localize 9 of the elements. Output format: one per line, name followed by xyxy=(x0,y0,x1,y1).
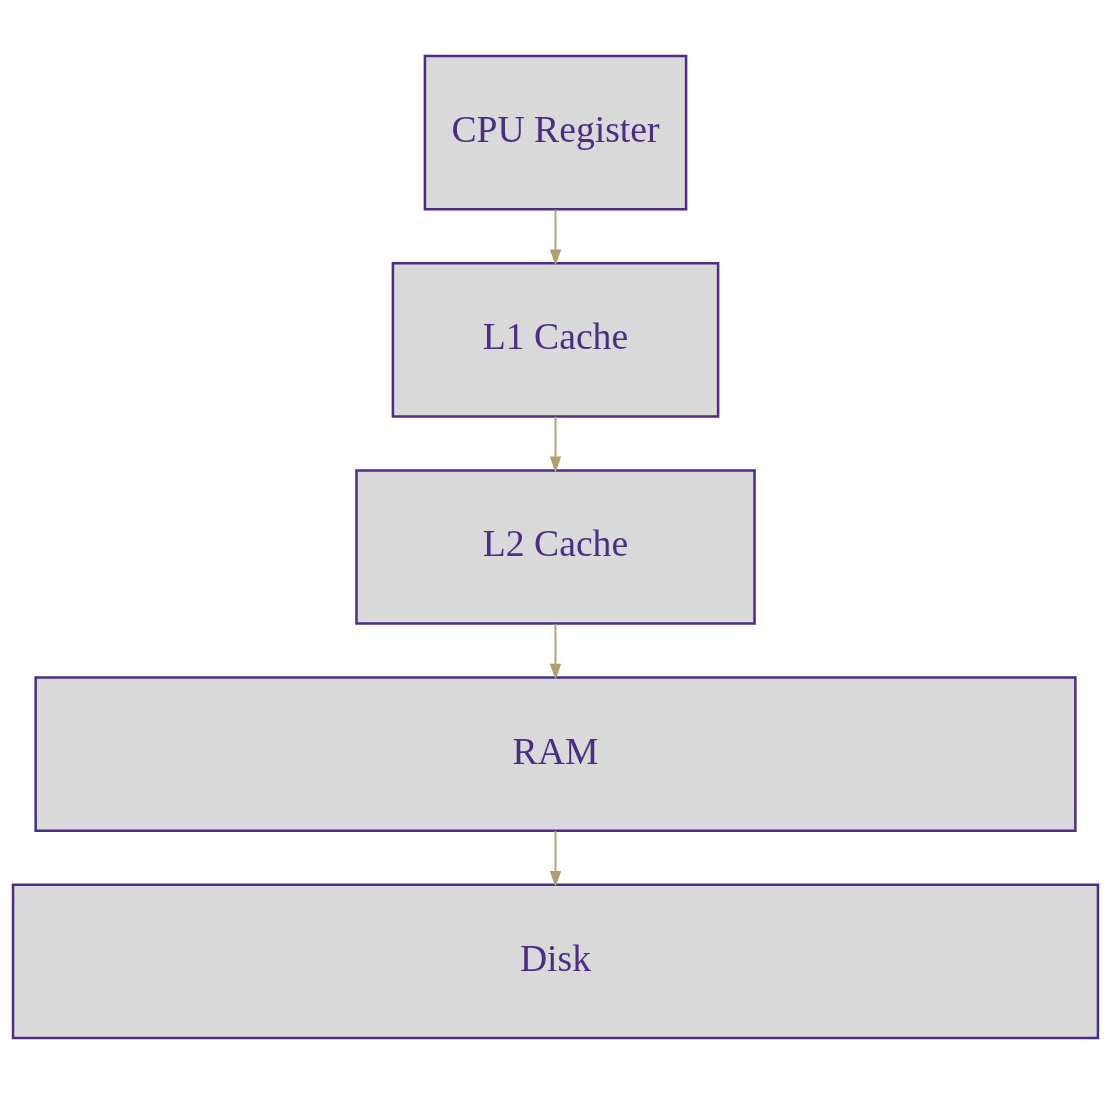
node-box: RAM xyxy=(34,676,1077,833)
arrow xyxy=(549,208,562,266)
arrow xyxy=(549,830,562,888)
node-box: Disk xyxy=(11,883,1100,1040)
arrow xyxy=(549,415,562,473)
node-box: L2 Cache xyxy=(355,469,756,625)
arrow xyxy=(549,622,562,681)
node-box: CPU Register xyxy=(423,54,688,211)
node-box: L1 Cache xyxy=(391,261,720,418)
